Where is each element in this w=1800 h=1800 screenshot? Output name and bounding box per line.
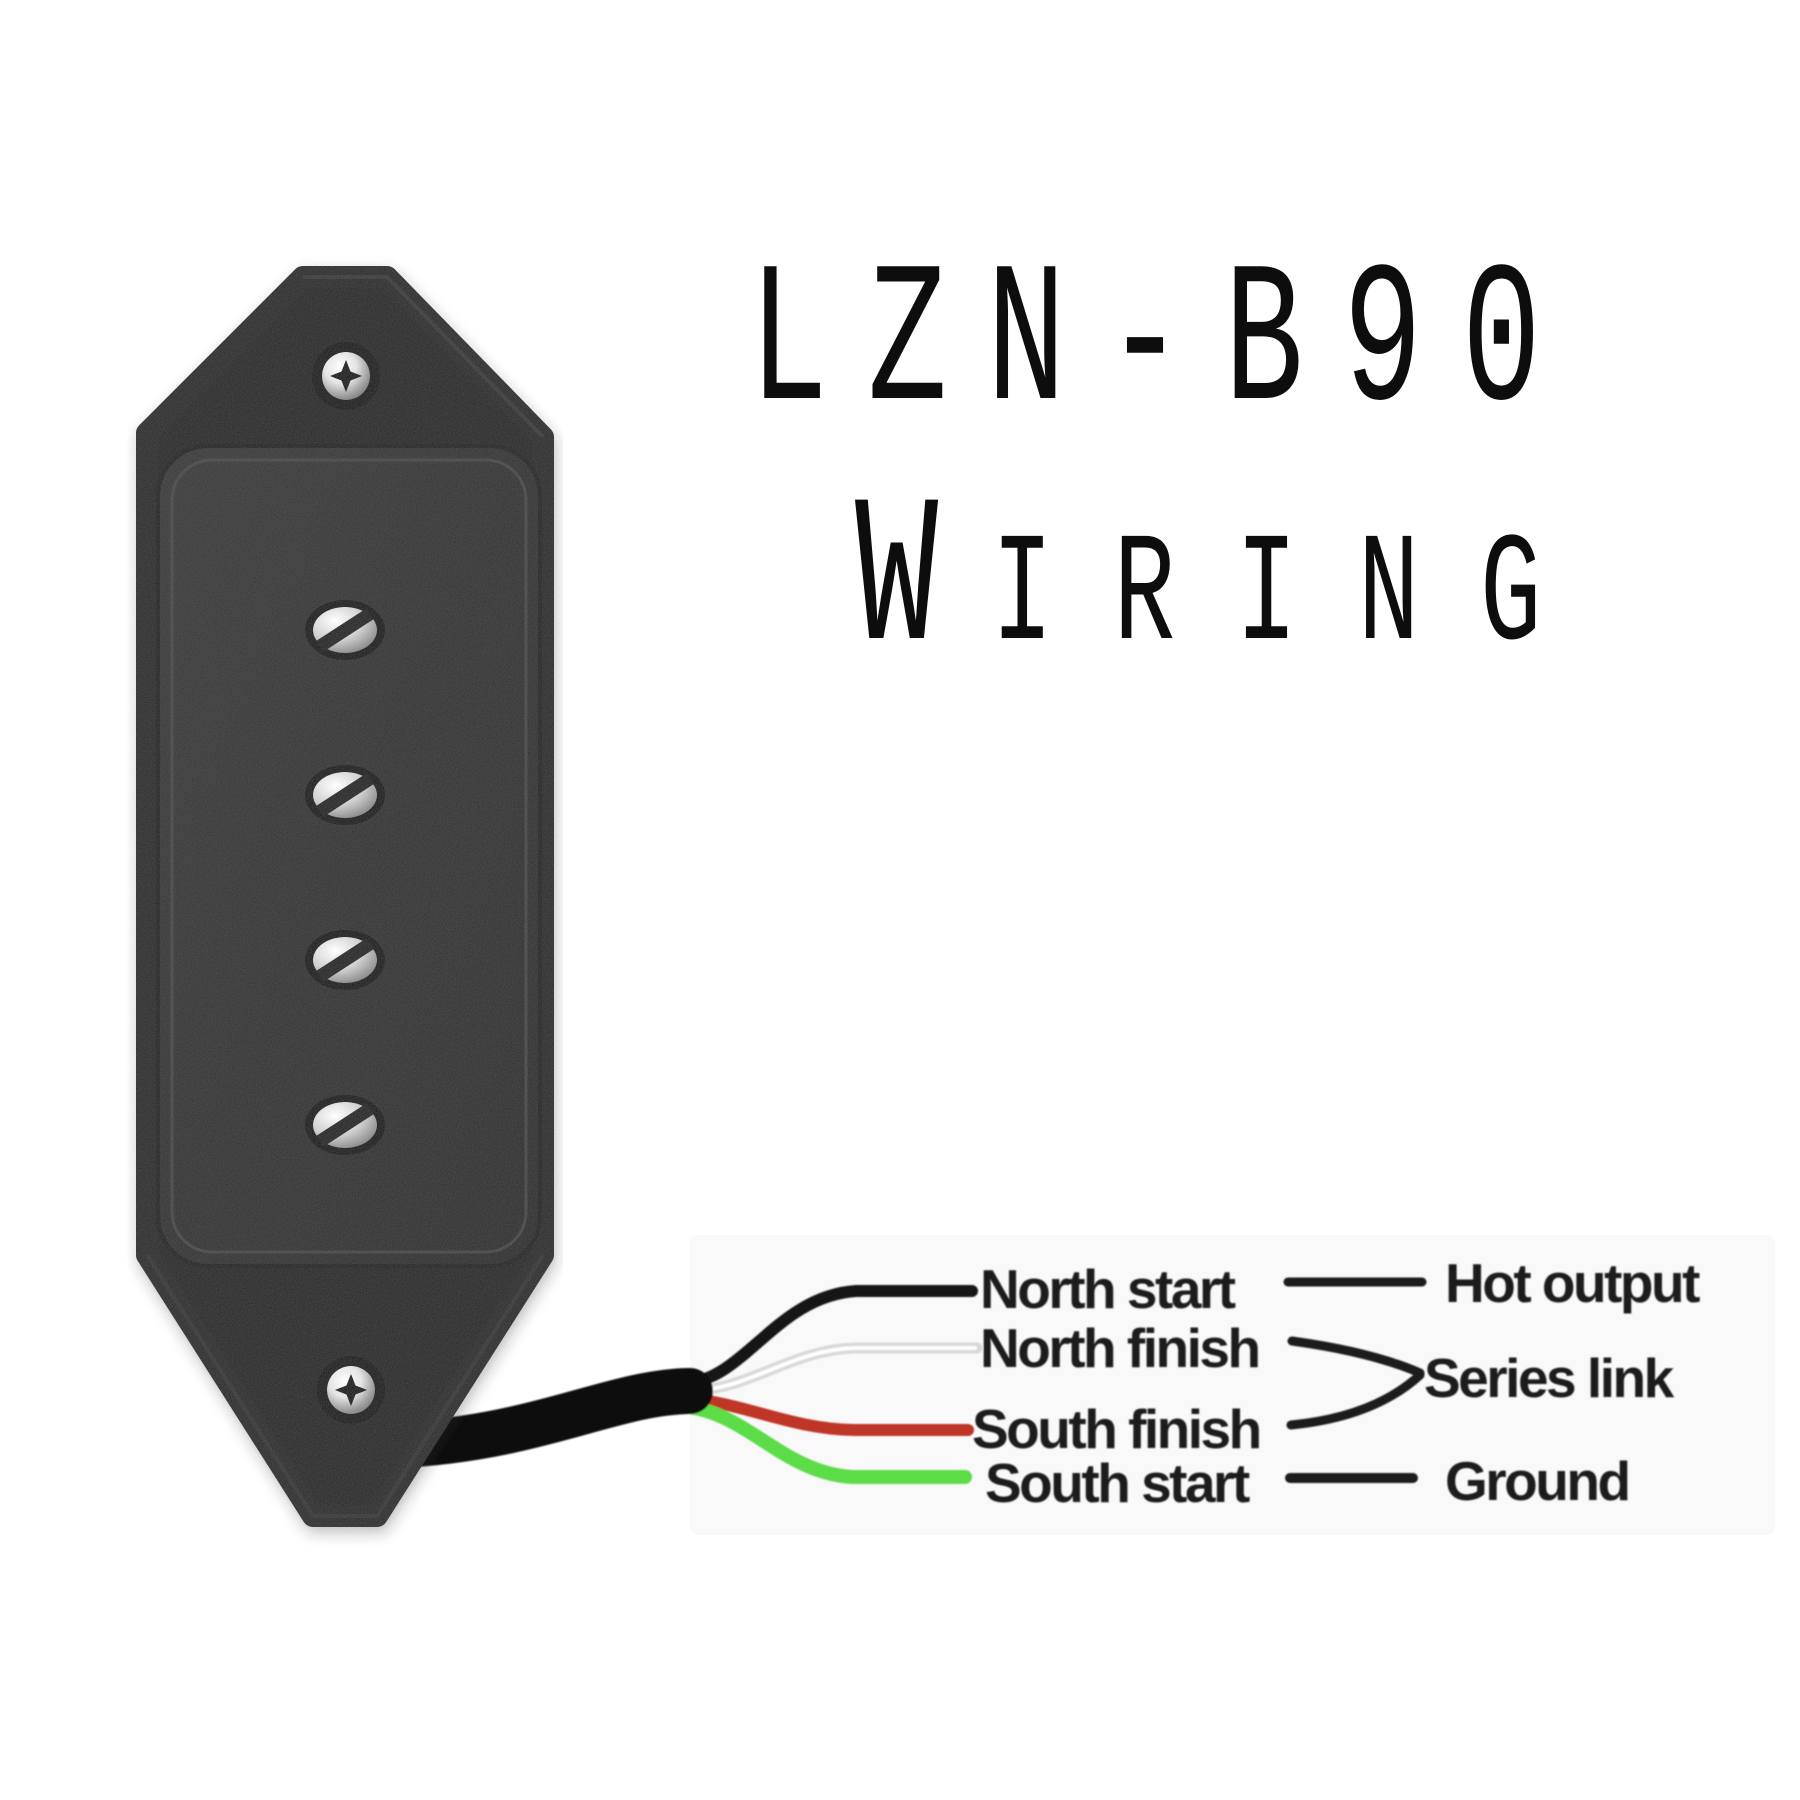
page-title-line1: LZN-B90 (749, 232, 1581, 459)
pickup-photo (136, 266, 554, 1527)
north-start-wire (682, 1285, 978, 1389)
pickup-cover (156, 444, 542, 1268)
screw-slot (316, 1103, 374, 1147)
south-finish-label: South finish (972, 1398, 1260, 1460)
south-start-label: South start (985, 1452, 1250, 1514)
pole-screw-1 (305, 600, 385, 660)
wiring-legend: North start North finish South finish So… (375, 1252, 1703, 1514)
phillips-cross (335, 1374, 367, 1406)
pole-screws (305, 600, 385, 1155)
phillips-cross (330, 360, 362, 392)
mounting-screw-bottom (317, 1356, 385, 1424)
top-ear-edge-highlight (303, 275, 545, 439)
hot-output-label: Hot output (1445, 1252, 1700, 1314)
pickup-cover-bevel (170, 458, 528, 1254)
series-link-bracket-lower (1286, 1370, 1425, 1430)
pickup-cable (375, 1368, 713, 1468)
screw-slot (316, 938, 374, 982)
series-link-bracket-upper (1287, 1336, 1425, 1378)
screw-slot (316, 608, 374, 652)
title-initial-cap: W (855, 464, 938, 701)
south-start-wire (681, 1400, 972, 1484)
pole-screw-4 (305, 1095, 385, 1155)
title-small-caps: IRING (992, 511, 1603, 686)
series-link-label: Series link (1424, 1347, 1675, 1409)
page-title: LZN-B90 W IRING (749, 232, 1602, 702)
ground-label: Ground (1445, 1450, 1629, 1512)
page-title-line2: W IRING (855, 464, 1602, 701)
pole-screw-2 (305, 765, 385, 825)
mounting-screw-top (312, 342, 380, 410)
scan-paper-background (690, 1235, 1775, 1535)
north-start-label: North start (980, 1258, 1236, 1320)
north-finish-label: North finish (980, 1317, 1259, 1379)
screw-slot (316, 773, 374, 817)
pole-screw-3 (305, 930, 385, 990)
bottom-ear-edge-highlight (145, 1253, 545, 1518)
